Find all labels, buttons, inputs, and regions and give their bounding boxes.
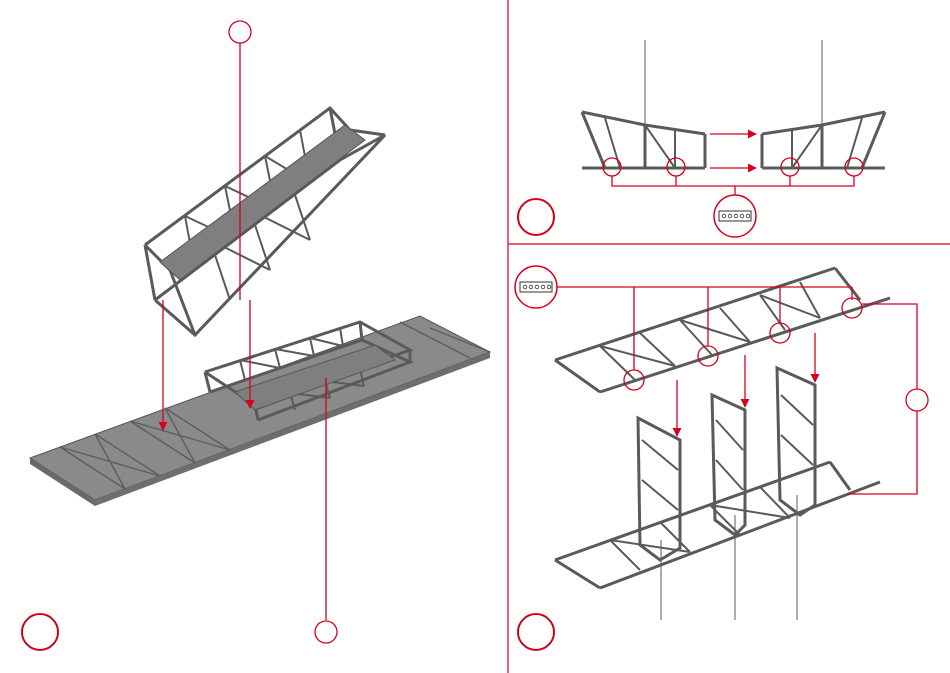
side-truss-right [762, 112, 885, 168]
glue-leaders-bottom-right [557, 287, 862, 390]
glue-bracket-top-right [612, 176, 854, 196]
side-truss-left [582, 112, 705, 168]
left-panel [22, 21, 490, 650]
left-step-marker [22, 614, 58, 650]
bottom-right-step-marker [518, 614, 554, 650]
upper-truss [145, 108, 385, 335]
glue-dots-icon-2 [520, 282, 552, 292]
side-part-marker [906, 389, 928, 411]
top-right-step-marker [518, 199, 554, 235]
top-part-marker [229, 21, 251, 43]
top-right-panel [518, 40, 885, 237]
bottom-part-marker [315, 621, 337, 643]
vertical-frames [638, 368, 815, 560]
lower-side-truss [555, 462, 880, 588]
glue-dots-icon [719, 211, 751, 221]
base-deck-plate [30, 316, 490, 506]
bottom-right-panel [515, 266, 928, 650]
